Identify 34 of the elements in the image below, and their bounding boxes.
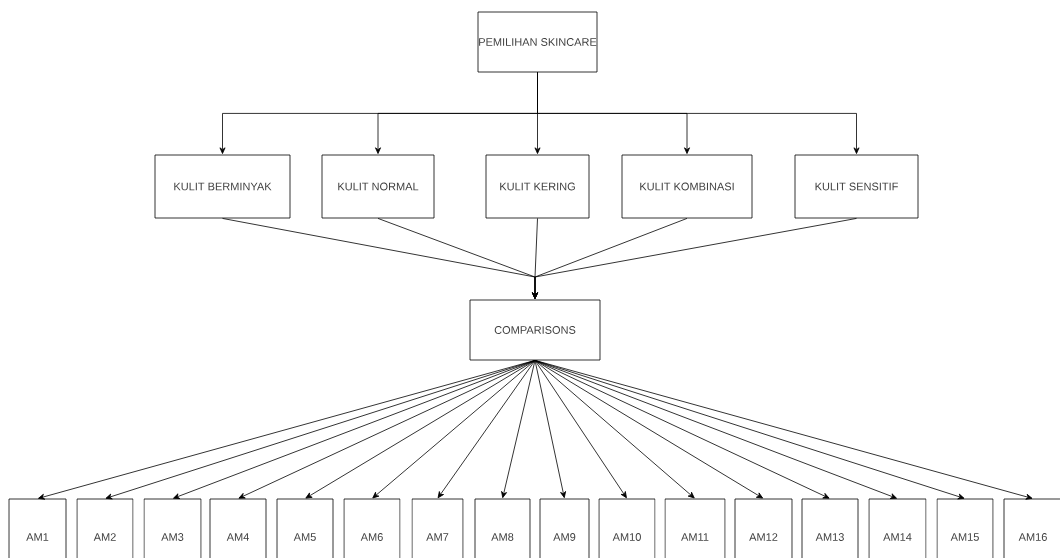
alternative-box: AM5 — [276, 498, 334, 558]
alternative-box: AM9 — [539, 498, 590, 558]
arrow — [437, 360, 536, 499]
category-box: KULIT NORMAL — [321, 154, 435, 219]
alternative-box: AM15 — [936, 498, 994, 558]
alternative-box: AM1 — [8, 498, 67, 558]
category-box: KULIT KERING — [485, 154, 590, 219]
arrow — [537, 72, 860, 154]
alternative-box: AM7 — [411, 498, 464, 558]
arrow — [534, 360, 695, 499]
alternative-box: AM13 — [801, 498, 859, 558]
alternative-box: AM16 — [1003, 498, 1060, 558]
alternative-box: AM14 — [868, 498, 927, 558]
comparison-box: COMPARISONS — [469, 299, 601, 361]
arrow — [534, 360, 764, 499]
root-box: PEMILIHAN SKINCARE — [477, 11, 598, 73]
alternative-box: AM2 — [76, 498, 134, 558]
alternative-box: AM10 — [598, 498, 656, 558]
alternative-box: AM12 — [734, 498, 793, 558]
arrow — [501, 360, 536, 499]
arrow — [238, 360, 536, 499]
alternative-box: AM3 — [143, 498, 202, 558]
arrow — [372, 360, 536, 499]
category-box: KULIT KOMBINASI — [621, 154, 753, 219]
alternative-box: AM8 — [474, 498, 531, 558]
alternative-box: AM11 — [664, 498, 726, 558]
alternative-box: AM6 — [343, 498, 401, 558]
category-box: KULIT SENSITIF — [794, 154, 919, 219]
alternative-box: AM4 — [209, 498, 267, 558]
arrow — [532, 218, 857, 299]
arrow — [534, 360, 627, 499]
category-box: KULIT BERMINYAK — [154, 154, 291, 219]
arrow — [305, 360, 536, 499]
arrow — [534, 360, 566, 499]
